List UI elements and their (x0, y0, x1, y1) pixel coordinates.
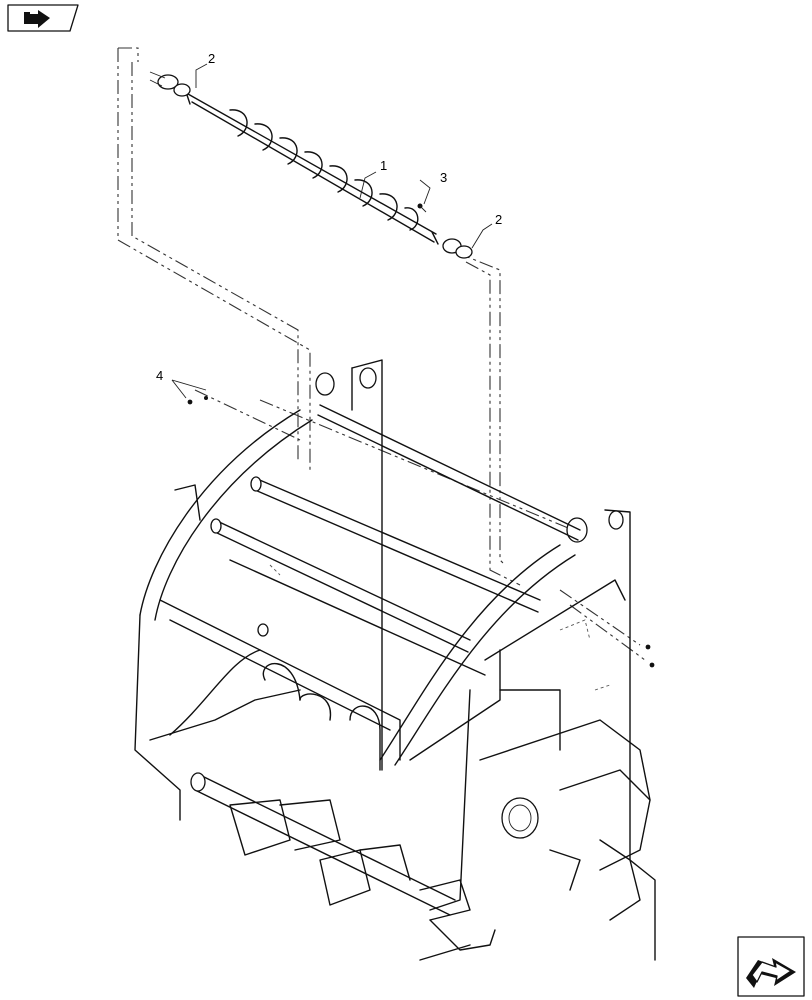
callout-2a: 2 (208, 51, 215, 66)
alignment-lines (117, 47, 646, 661)
forward-arrow-icon[interactable] (7, 4, 79, 32)
callout-leaders (171, 63, 493, 399)
baler-frame (134, 359, 656, 961)
bearing-right (442, 238, 473, 259)
callout-1: 1 (380, 158, 387, 173)
fastener-part-4 (187, 396, 655, 668)
callout-3: 3 (440, 170, 447, 185)
bearing-left (149, 71, 191, 97)
continue-arrow-icon[interactable] (737, 936, 805, 997)
callout-4: 4 (156, 368, 163, 383)
callout-2b: 2 (495, 212, 502, 227)
auger-assembly (185, 91, 439, 245)
bolt-part-3 (417, 203, 427, 213)
